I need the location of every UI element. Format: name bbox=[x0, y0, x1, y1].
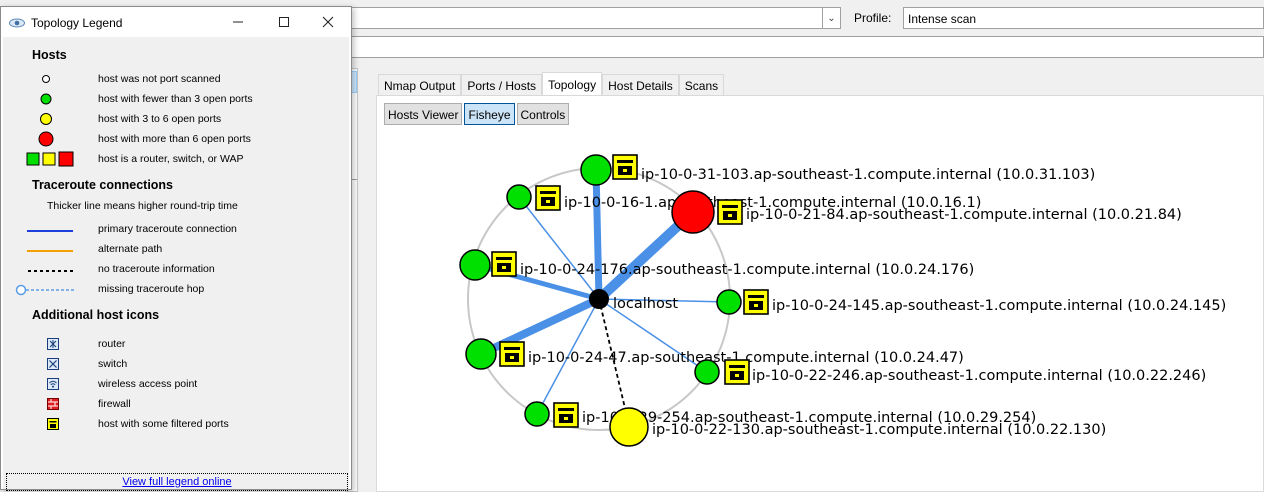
filtered-icon bbox=[491, 251, 517, 277]
filtered-icon bbox=[535, 185, 561, 211]
hosts-heading: Hosts bbox=[32, 48, 67, 62]
legend-link-frame: View full legend online bbox=[6, 473, 348, 491]
minimize-icon bbox=[233, 21, 243, 23]
edge bbox=[598, 298, 730, 303]
primary-line-symbol bbox=[27, 230, 73, 232]
close-button[interactable] bbox=[307, 9, 349, 35]
legend-icon-row: firewall bbox=[98, 398, 131, 410]
legend-host-row: host with 3 to 6 open ports bbox=[98, 113, 222, 125]
host-label: ip-10-0-24-145.ap-southeast-1.compute.in… bbox=[772, 298, 1226, 314]
legend-body: Hosts host was not port scanned host wit… bbox=[3, 37, 349, 491]
host-label: ip-10-0-31-103.ap-southeast-1.compute.in… bbox=[641, 167, 1095, 183]
filtered-icon bbox=[612, 154, 638, 180]
filtered-icon bbox=[499, 341, 525, 367]
topology-legend-window: Topology Legend Hosts host was not port … bbox=[0, 6, 352, 491]
no-info-line-symbol bbox=[28, 270, 73, 272]
legend-titlebar[interactable]: Topology Legend bbox=[1, 7, 351, 37]
edge-no-traceroute bbox=[598, 298, 630, 426]
icons-heading: Additional host icons bbox=[32, 308, 160, 322]
legend-host-row: host with more than 6 open ports bbox=[98, 133, 251, 145]
wireless-icon bbox=[47, 378, 59, 390]
view-full-legend-link[interactable]: View full legend online bbox=[122, 476, 232, 488]
host-label: ip-10-0-21-84.ap-southeast-1.compute.int… bbox=[746, 207, 1182, 223]
fisheye-button[interactable]: Fisheye bbox=[464, 103, 515, 125]
legend-host-row: host was not port scanned bbox=[98, 73, 221, 85]
many-ports-symbol bbox=[38, 131, 54, 147]
tab-host-details[interactable]: Host Details bbox=[602, 74, 679, 96]
legend-icon-row: router bbox=[98, 338, 126, 350]
legend-icon-row: host with some filtered ports bbox=[98, 418, 229, 430]
host-label: ip-10-0-22-246.ap-southeast-1.compute.in… bbox=[752, 368, 1206, 384]
legend-icon-row: wireless access point bbox=[98, 378, 198, 390]
edge bbox=[536, 298, 600, 415]
localhost-label: localhost bbox=[613, 296, 678, 312]
tab-scans[interactable]: Scans bbox=[678, 74, 725, 96]
topology-toolbar: Hosts Viewer Fisheye Controls bbox=[384, 103, 570, 125]
switch-icon bbox=[47, 358, 59, 370]
legend-title: Topology Legend bbox=[31, 16, 123, 30]
filtered-icon bbox=[724, 359, 750, 385]
edge bbox=[598, 298, 708, 373]
edge bbox=[518, 196, 600, 300]
missing-hop-symbol bbox=[15, 284, 75, 296]
filtered-icon bbox=[553, 402, 579, 428]
host-node[interactable] bbox=[524, 401, 550, 427]
localhost-node[interactable] bbox=[589, 289, 609, 309]
host-node[interactable] bbox=[716, 289, 742, 315]
router-switch-wap-symbol bbox=[26, 151, 74, 167]
few-ports-symbol bbox=[40, 93, 52, 105]
firewall-icon bbox=[47, 398, 59, 410]
close-icon bbox=[322, 16, 334, 28]
host-node[interactable] bbox=[465, 338, 497, 370]
host-node[interactable] bbox=[506, 184, 532, 210]
not-scanned-symbol bbox=[42, 75, 50, 83]
host-label: ip-10-0-22-130.ap-southeast-1.compute.in… bbox=[652, 422, 1106, 438]
host-label: ip-10-0-24-176.ap-southeast-1.compute.in… bbox=[520, 262, 974, 278]
legend-connection-row: primary traceroute connection bbox=[98, 223, 237, 235]
host-node[interactable] bbox=[580, 154, 612, 186]
host-node[interactable] bbox=[671, 190, 715, 234]
maximize-button[interactable] bbox=[263, 9, 305, 35]
router-icon bbox=[47, 338, 59, 350]
tab-topology[interactable]: Topology bbox=[542, 72, 603, 96]
legend-host-row: host is a router, switch, or WAP bbox=[98, 153, 244, 165]
legend-icon-row: switch bbox=[98, 358, 128, 370]
result-tabs: Nmap Output Ports / Hosts Topology Host … bbox=[378, 72, 725, 96]
legend-host-row: host with fewer than 3 open ports bbox=[98, 93, 253, 105]
medium-ports-symbol bbox=[40, 113, 52, 125]
chevron-down-icon: ⌄ bbox=[827, 12, 836, 24]
host-node[interactable] bbox=[694, 359, 720, 385]
eye-icon bbox=[9, 18, 25, 28]
minimize-button[interactable] bbox=[217, 9, 259, 35]
host-label: ip-10-0-24-47.ap-southeast-1.compute.int… bbox=[528, 350, 964, 366]
tab-ports-hosts[interactable]: Ports / Hosts bbox=[461, 74, 543, 96]
profile-combo[interactable]: Intense scan bbox=[903, 7, 1264, 29]
alternate-line-symbol bbox=[27, 250, 73, 252]
controls-button[interactable]: Controls bbox=[516, 103, 570, 125]
edge bbox=[479, 295, 601, 358]
edge bbox=[592, 169, 603, 300]
maximize-icon bbox=[279, 17, 289, 27]
topology-panel bbox=[376, 95, 1264, 492]
host-label: ip-10-0-29-254.ap-southeast-1.compute.in… bbox=[582, 410, 1036, 426]
profile-label: Profile: bbox=[854, 11, 892, 25]
legend-connection-row: alternate path bbox=[98, 243, 163, 255]
tab-nmap-output[interactable]: Nmap Output bbox=[378, 74, 462, 96]
filtered-icon bbox=[743, 289, 769, 315]
host-label: ip-10-0-16-1.ap-southeast-1.compute.inte… bbox=[564, 195, 981, 211]
filtered-icon bbox=[717, 199, 743, 225]
host-node[interactable] bbox=[459, 249, 491, 281]
legend-connection-row: missing traceroute hop bbox=[98, 283, 205, 295]
legend-connection-row: no traceroute information bbox=[98, 263, 215, 275]
traceroute-heading: Traceroute connections bbox=[32, 178, 174, 192]
target-dropdown-button[interactable]: ⌄ bbox=[822, 7, 841, 29]
filtered-icon bbox=[47, 418, 59, 430]
traceroute-note: Thicker line means higher round-trip tim… bbox=[47, 200, 238, 212]
host-node[interactable] bbox=[609, 407, 649, 447]
hosts-viewer-button[interactable]: Hosts Viewer bbox=[384, 103, 463, 125]
